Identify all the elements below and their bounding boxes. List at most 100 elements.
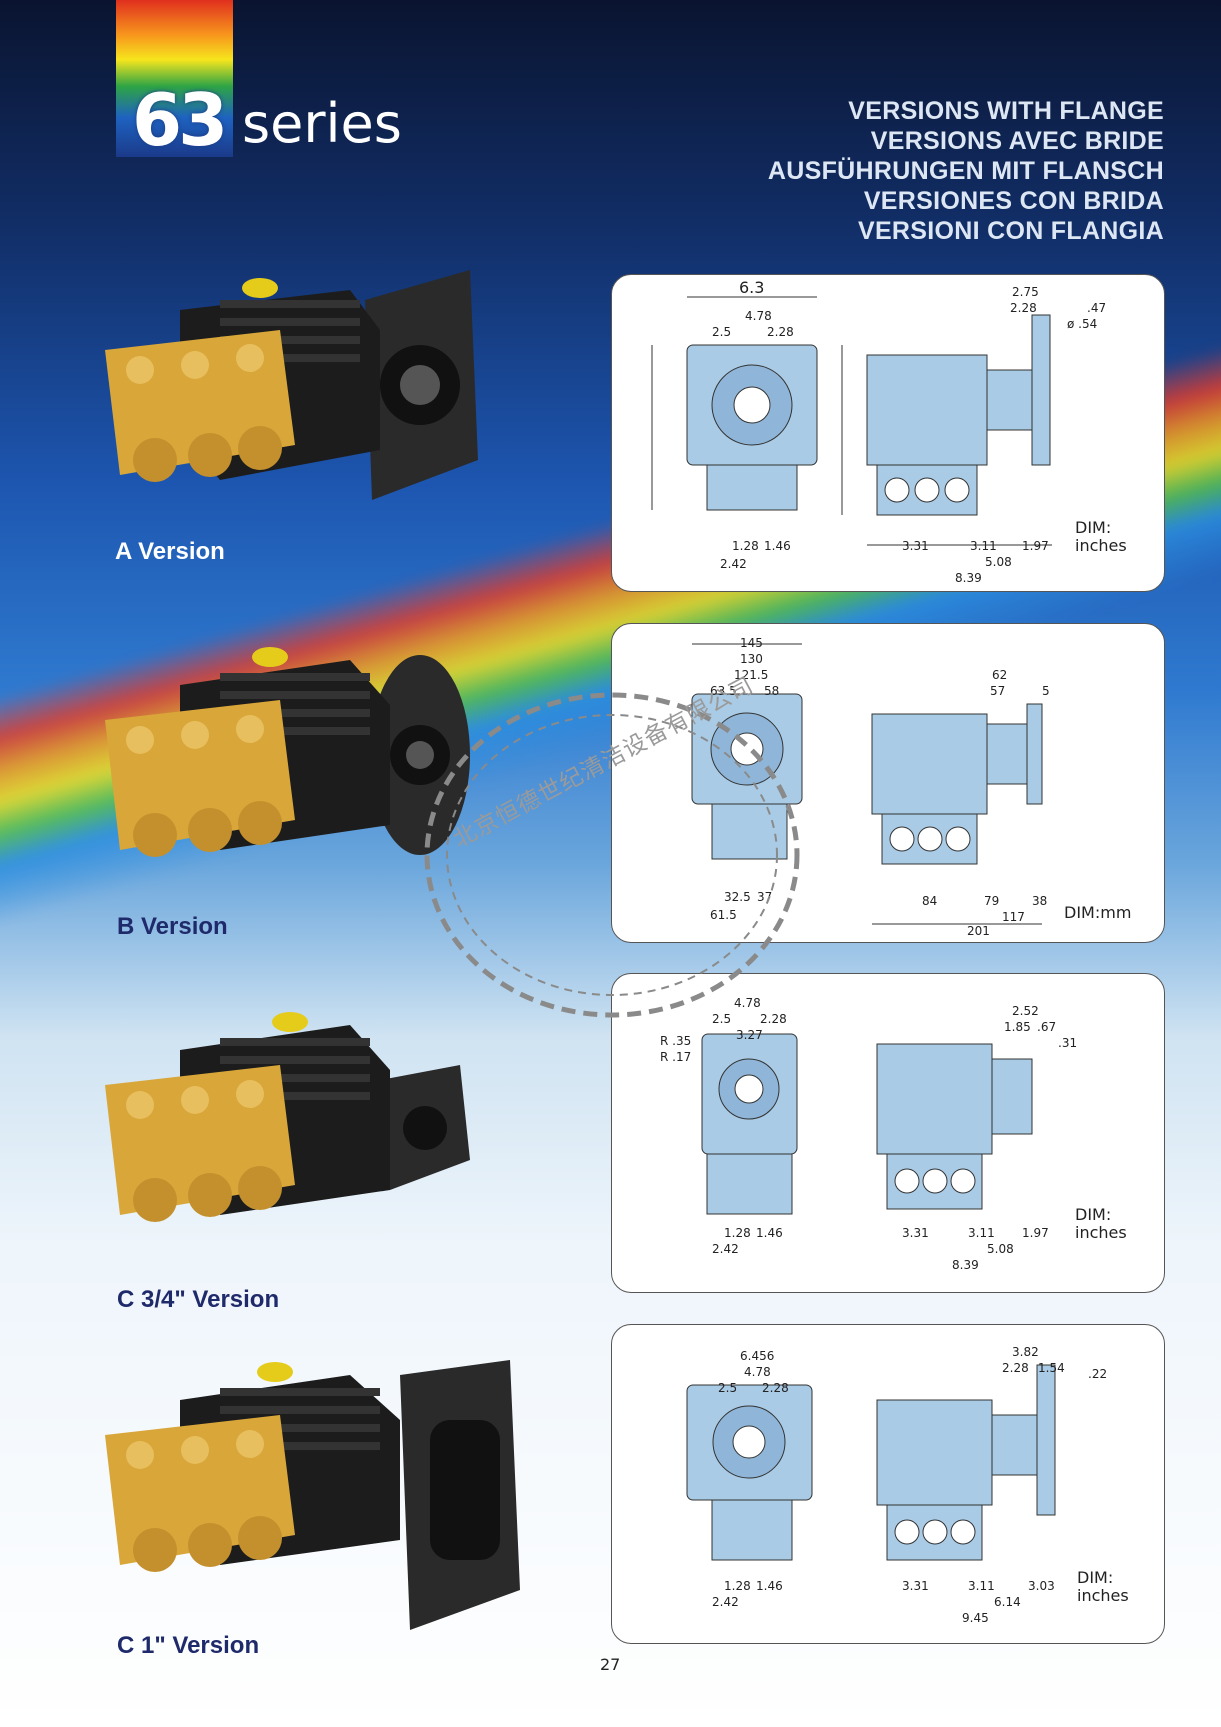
dim-label: 121.5: [734, 668, 769, 682]
dim-label: 1.28: [732, 539, 759, 553]
drawing-panel-c34: 4.78 2.5 2.28 3.27 2.52 1.85 .67 .31 R .…: [611, 973, 1165, 1293]
dim-label: 1.97: [1022, 539, 1049, 553]
dim-label: 2.5: [718, 1381, 738, 1395]
pump-image-c34: [105, 1012, 470, 1222]
dim-label: 3.11: [968, 1579, 995, 1593]
dim-label: 1.97: [1022, 1226, 1049, 1240]
dim-label: 2.5: [712, 1012, 732, 1026]
technical-drawing: [701, 1033, 1033, 1215]
dim-unit: DIM:mm: [1064, 903, 1132, 922]
dim-label: 84: [922, 894, 938, 908]
page-number: 27: [600, 1655, 621, 1674]
pump-brass-head: [105, 1415, 295, 1572]
pump-image-c1: [105, 1360, 520, 1630]
dim-label: R .35: [660, 1034, 692, 1048]
dim-unit: DIM: inches: [1075, 1205, 1127, 1242]
dim-label: 61.5: [710, 908, 737, 922]
dim-label: 6.3: [739, 278, 765, 297]
heading-en: VERSIONS WITH FLANGE: [848, 97, 1164, 125]
dim-label: 4.78: [734, 996, 761, 1010]
dim-label: 3.03: [1028, 1579, 1055, 1593]
dim-label: 4.78: [745, 309, 772, 323]
dim-label: 3.31: [902, 1226, 929, 1240]
drawing-panel-c1: 6.456 4.78 2.5 2.28 3.82 2.28 1.54 .22 1…: [611, 1324, 1165, 1644]
heading-de: AUSFÜHRUNGEN MIT FLANSCH: [767, 157, 1164, 185]
dim-label: 2.5: [712, 325, 732, 339]
dim-label: 130: [740, 652, 763, 666]
dim-label: 3.31: [902, 1579, 929, 1593]
dim-label: 4.78: [744, 1365, 771, 1379]
dim-label: 2.28: [767, 325, 794, 339]
dim-label: 3.11: [970, 539, 997, 553]
dim-label: 1.54: [1038, 1361, 1065, 1375]
dim-label: 79: [984, 894, 1000, 908]
dim-unit: DIM: inches: [1075, 518, 1127, 555]
dim-label: 2.28: [1010, 301, 1037, 315]
dim-label: 1.28: [724, 1226, 751, 1240]
dim-label: .31: [1058, 1036, 1078, 1050]
dim-label: ø .54: [1067, 317, 1098, 331]
dim-label: 32.5: [724, 890, 751, 904]
dim-label: 57: [990, 684, 1006, 698]
heading-es: VERSIONES CON BRIDA: [863, 187, 1164, 215]
dim-label: 2.28: [760, 1012, 787, 1026]
multilingual-heading: VERSIONS WITH FLANGE VERSIONS AVEC BRIDE…: [768, 96, 1164, 246]
dim-label: 3.82: [1012, 1345, 1039, 1359]
dim-label: 8.39: [955, 571, 982, 585]
dim-label: 62: [992, 668, 1008, 682]
series-logo-box: [116, 0, 233, 157]
dim-label: 8.39: [952, 1258, 979, 1272]
pump-flange-plate: [380, 1065, 470, 1190]
dim-label: 6.14: [994, 1595, 1021, 1609]
pump-brass-head: [105, 1065, 295, 1222]
heading-fr: VERSIONS AVEC BRIDE: [870, 127, 1164, 155]
drawing-panel-a: 6.3 4.78 2.5 2.28 2.75 2.28 .47 ø .54 3.…: [611, 274, 1165, 592]
version-label-c34: C 3/4" Version: [117, 1286, 280, 1313]
technical-drawing: [691, 643, 1043, 925]
series-number: 63: [132, 78, 228, 162]
version-label-a: A Version: [115, 538, 225, 565]
dim-label: 1.46: [756, 1226, 783, 1240]
pump-flange-plate: [400, 1360, 520, 1630]
dim-label: 2.75: [1012, 285, 1039, 299]
dim-label: 2.42: [720, 557, 747, 571]
dim-label: 1.46: [756, 1579, 783, 1593]
technical-drawing: [651, 296, 1052, 546]
dim-label: 2.28: [1002, 1361, 1029, 1375]
dim-label: 1.85: [1004, 1020, 1031, 1034]
heading-it: VERSIONI CON FLANGIA: [857, 217, 1164, 245]
dim-label: .67: [1037, 1020, 1057, 1034]
drawing-panel-b: 145 130 121.5 63.5 58 62 57 5 32.5 37 61…: [611, 623, 1165, 943]
dim-label: 5: [1042, 684, 1050, 698]
dim-unit: DIM: inches: [1077, 1568, 1129, 1605]
dim-label: 1.28: [724, 1579, 751, 1593]
dim-label: 3.31: [902, 539, 929, 553]
dim-label: 9.45: [962, 1611, 989, 1625]
technical-drawing: [686, 1364, 1056, 1561]
pump-image-b: [105, 647, 470, 857]
dim-label: 63.5: [710, 684, 737, 698]
pump-flange-plate: [370, 655, 470, 855]
dim-label: 5.08: [987, 1242, 1014, 1256]
dim-label: 201: [967, 924, 990, 938]
dim-label: 3.11: [968, 1226, 995, 1240]
dim-label: 2.42: [712, 1595, 739, 1609]
dim-label: 1.46: [764, 539, 791, 553]
dim-label: 58: [764, 684, 780, 698]
dim-label: 2.52: [1012, 1004, 1039, 1018]
dim-label: 2.42: [712, 1242, 739, 1256]
dim-label: .22: [1088, 1367, 1108, 1381]
pump-flange-plate: [365, 270, 478, 500]
watermark-stamp: [424, 692, 800, 1018]
version-label-b: B Version: [117, 913, 228, 940]
series-word: series: [242, 92, 402, 155]
dim-label: 3.27: [736, 1028, 763, 1042]
dim-label: R .17: [660, 1050, 692, 1064]
pump-image-a: [105, 270, 478, 500]
version-label-c1: C 1" Version: [117, 1632, 260, 1659]
dim-label: 6.456: [740, 1349, 775, 1363]
dim-label: 2.28: [762, 1381, 789, 1395]
dim-label: 5.08: [985, 555, 1012, 569]
pump-brass-head: [105, 700, 295, 857]
dim-label: .47: [1087, 301, 1107, 315]
